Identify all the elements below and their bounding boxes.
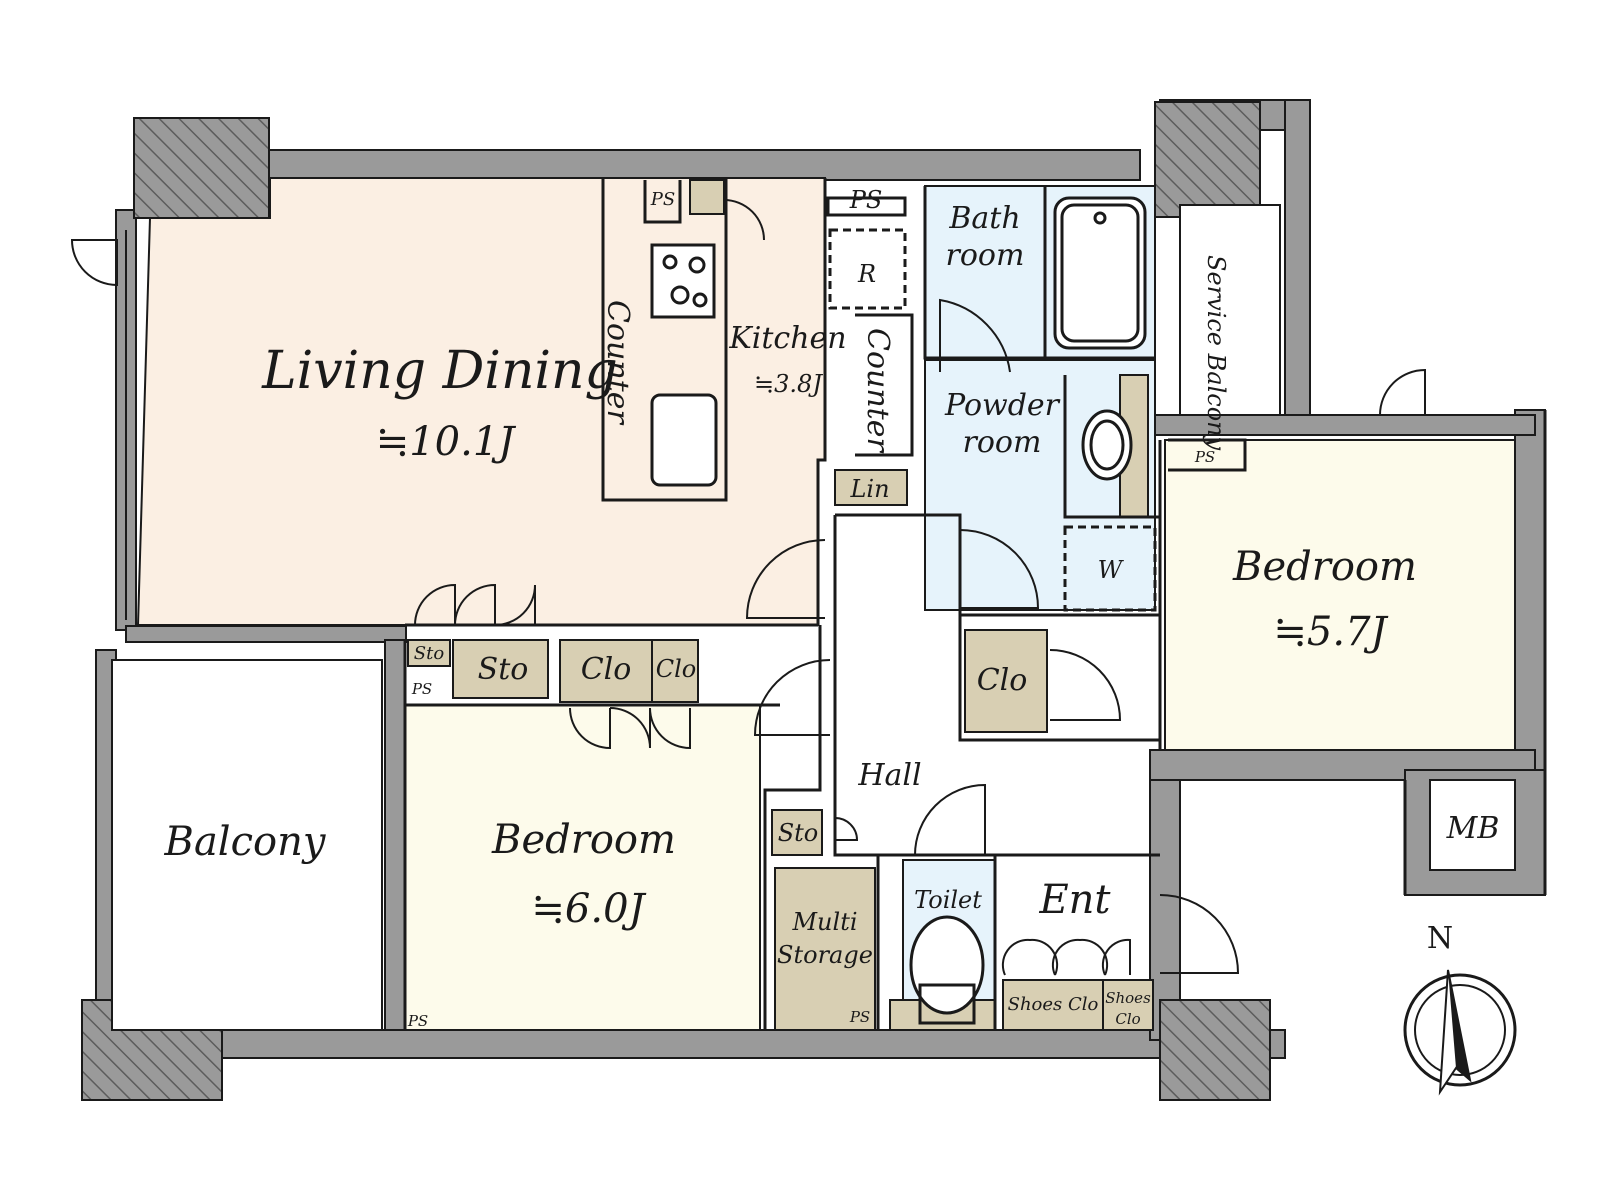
- entrance-label: Ent: [1038, 877, 1111, 923]
- refrigerator-label: R: [857, 260, 876, 288]
- service-balcony-label: Service Balcony: [1202, 255, 1230, 451]
- sto-hall-block: [771, 809, 823, 856]
- shoes-clo-small-line2: Clo: [1115, 1010, 1140, 1028]
- powder-room-line1: Powder: [944, 388, 1061, 423]
- ps-label-top: PS: [849, 186, 883, 214]
- wall-balcony-divider: [384, 639, 406, 1031]
- sto-block: [452, 639, 549, 699]
- sto-label: Sto: [478, 652, 529, 687]
- mb-label: MB: [1446, 811, 1500, 846]
- shoes-clo-label: Shoes Clo: [1008, 994, 1099, 1015]
- shoes-clo-small-line1: Shoes: [1105, 989, 1151, 1007]
- clo-label-a: Clo: [581, 652, 632, 687]
- bath-room-line1: Bath: [948, 201, 1020, 236]
- compass-inner-ring: [1414, 984, 1506, 1076]
- kitchen-name: Kitchen: [728, 321, 846, 356]
- kitchen-fixtures: [650, 196, 1147, 1025]
- toilet-label: Toilet: [914, 886, 982, 914]
- bedroom-right-area: [1164, 439, 1516, 751]
- clo-block-a: [559, 639, 653, 703]
- burner-1: [662, 254, 678, 270]
- wall-bottom: [94, 1029, 1286, 1059]
- sto-small-block: [407, 639, 451, 667]
- ps-label-bedroom-left: PS: [407, 1012, 428, 1030]
- mb-box: [1429, 779, 1516, 871]
- service-balcony-area: [1179, 204, 1281, 416]
- bedroom-right-size: ≒5.7J: [1273, 609, 1388, 655]
- counter-label-left: Counter: [600, 300, 635, 425]
- living-dining-area: [136, 177, 826, 626]
- ps-label-bedroom-right: PS: [1194, 448, 1215, 466]
- sto-hall-label: Sto: [778, 819, 819, 847]
- storage-blocks: [407, 179, 1154, 1031]
- burner-2: [688, 256, 706, 274]
- multi-storage-line2: Storage: [777, 941, 873, 969]
- living-dining-size: ≒10.1J: [376, 419, 517, 465]
- toilet-bowl: [909, 915, 985, 1015]
- bedroom-right-name: Bedroom: [1232, 544, 1417, 590]
- ps-label-kitchen: PS: [650, 189, 675, 210]
- shoes-clo-small-block: [1102, 979, 1154, 1031]
- wall-mid-horizontal: [125, 625, 407, 643]
- powder-room-area: [924, 359, 1156, 611]
- washer-label: W: [1098, 556, 1125, 584]
- compass-outer-ring: [1403, 973, 1517, 1087]
- wall-top: [139, 149, 1141, 181]
- column-bottom-right: [1159, 999, 1271, 1101]
- bath-room-line2: room: [946, 238, 1025, 273]
- column-top-left: [133, 117, 270, 219]
- cooktop: [650, 243, 716, 319]
- clo-label-right: Clo: [977, 663, 1028, 698]
- ps-label-multi: PS: [849, 1008, 870, 1026]
- compass-needle-half: [1448, 970, 1470, 1080]
- bedroom-left-name: Bedroom: [491, 817, 676, 863]
- toilet-tank: [918, 983, 976, 1025]
- linen-label: Lin: [849, 475, 889, 503]
- ps-label-sto: PS: [411, 680, 432, 698]
- interior-walls: [115, 178, 1547, 1030]
- bathtub: [1053, 196, 1147, 350]
- balcony-area: [111, 659, 383, 1031]
- multi-storage-block: [774, 867, 876, 1031]
- hall-label: Hall: [857, 758, 921, 793]
- clo-label-b: Clo: [656, 655, 697, 683]
- compass: N: [1403, 921, 1517, 1096]
- clo-block-right: [964, 629, 1048, 733]
- compass-north-label: N: [1427, 921, 1453, 956]
- wash-basin-inner: [1089, 419, 1125, 471]
- bedroom-left-size: ≒6.0J: [531, 886, 646, 932]
- kitchen-ps-block: [689, 179, 725, 215]
- bathtub-drain: [1093, 211, 1107, 225]
- burner-3: [670, 285, 690, 305]
- bathtub-inner: [1060, 203, 1140, 343]
- sto-small-label: Sto: [414, 643, 445, 664]
- wall-service-right: [1284, 99, 1311, 431]
- clo-block-b: [651, 639, 699, 703]
- column-top-right: [1154, 101, 1261, 218]
- kitchen-sink: [650, 393, 718, 487]
- room-labels: Living Dining ≒10.1J Kitchen ≒3.8J Count…: [164, 186, 1500, 1030]
- burner-4: [692, 292, 708, 308]
- powder-room-line2: room: [963, 425, 1042, 460]
- living-dining-name: Living Dining: [261, 341, 618, 401]
- lin-block: [834, 469, 908, 506]
- kitchen-size: ≒3.8J: [754, 370, 823, 398]
- counter-label-right: Counter: [860, 328, 895, 453]
- door-swings: [70, 199, 1426, 976]
- balcony-label: Balcony: [164, 819, 327, 865]
- multi-storage-line1: Multi: [791, 908, 857, 936]
- bedroom-left-area: [404, 704, 761, 1031]
